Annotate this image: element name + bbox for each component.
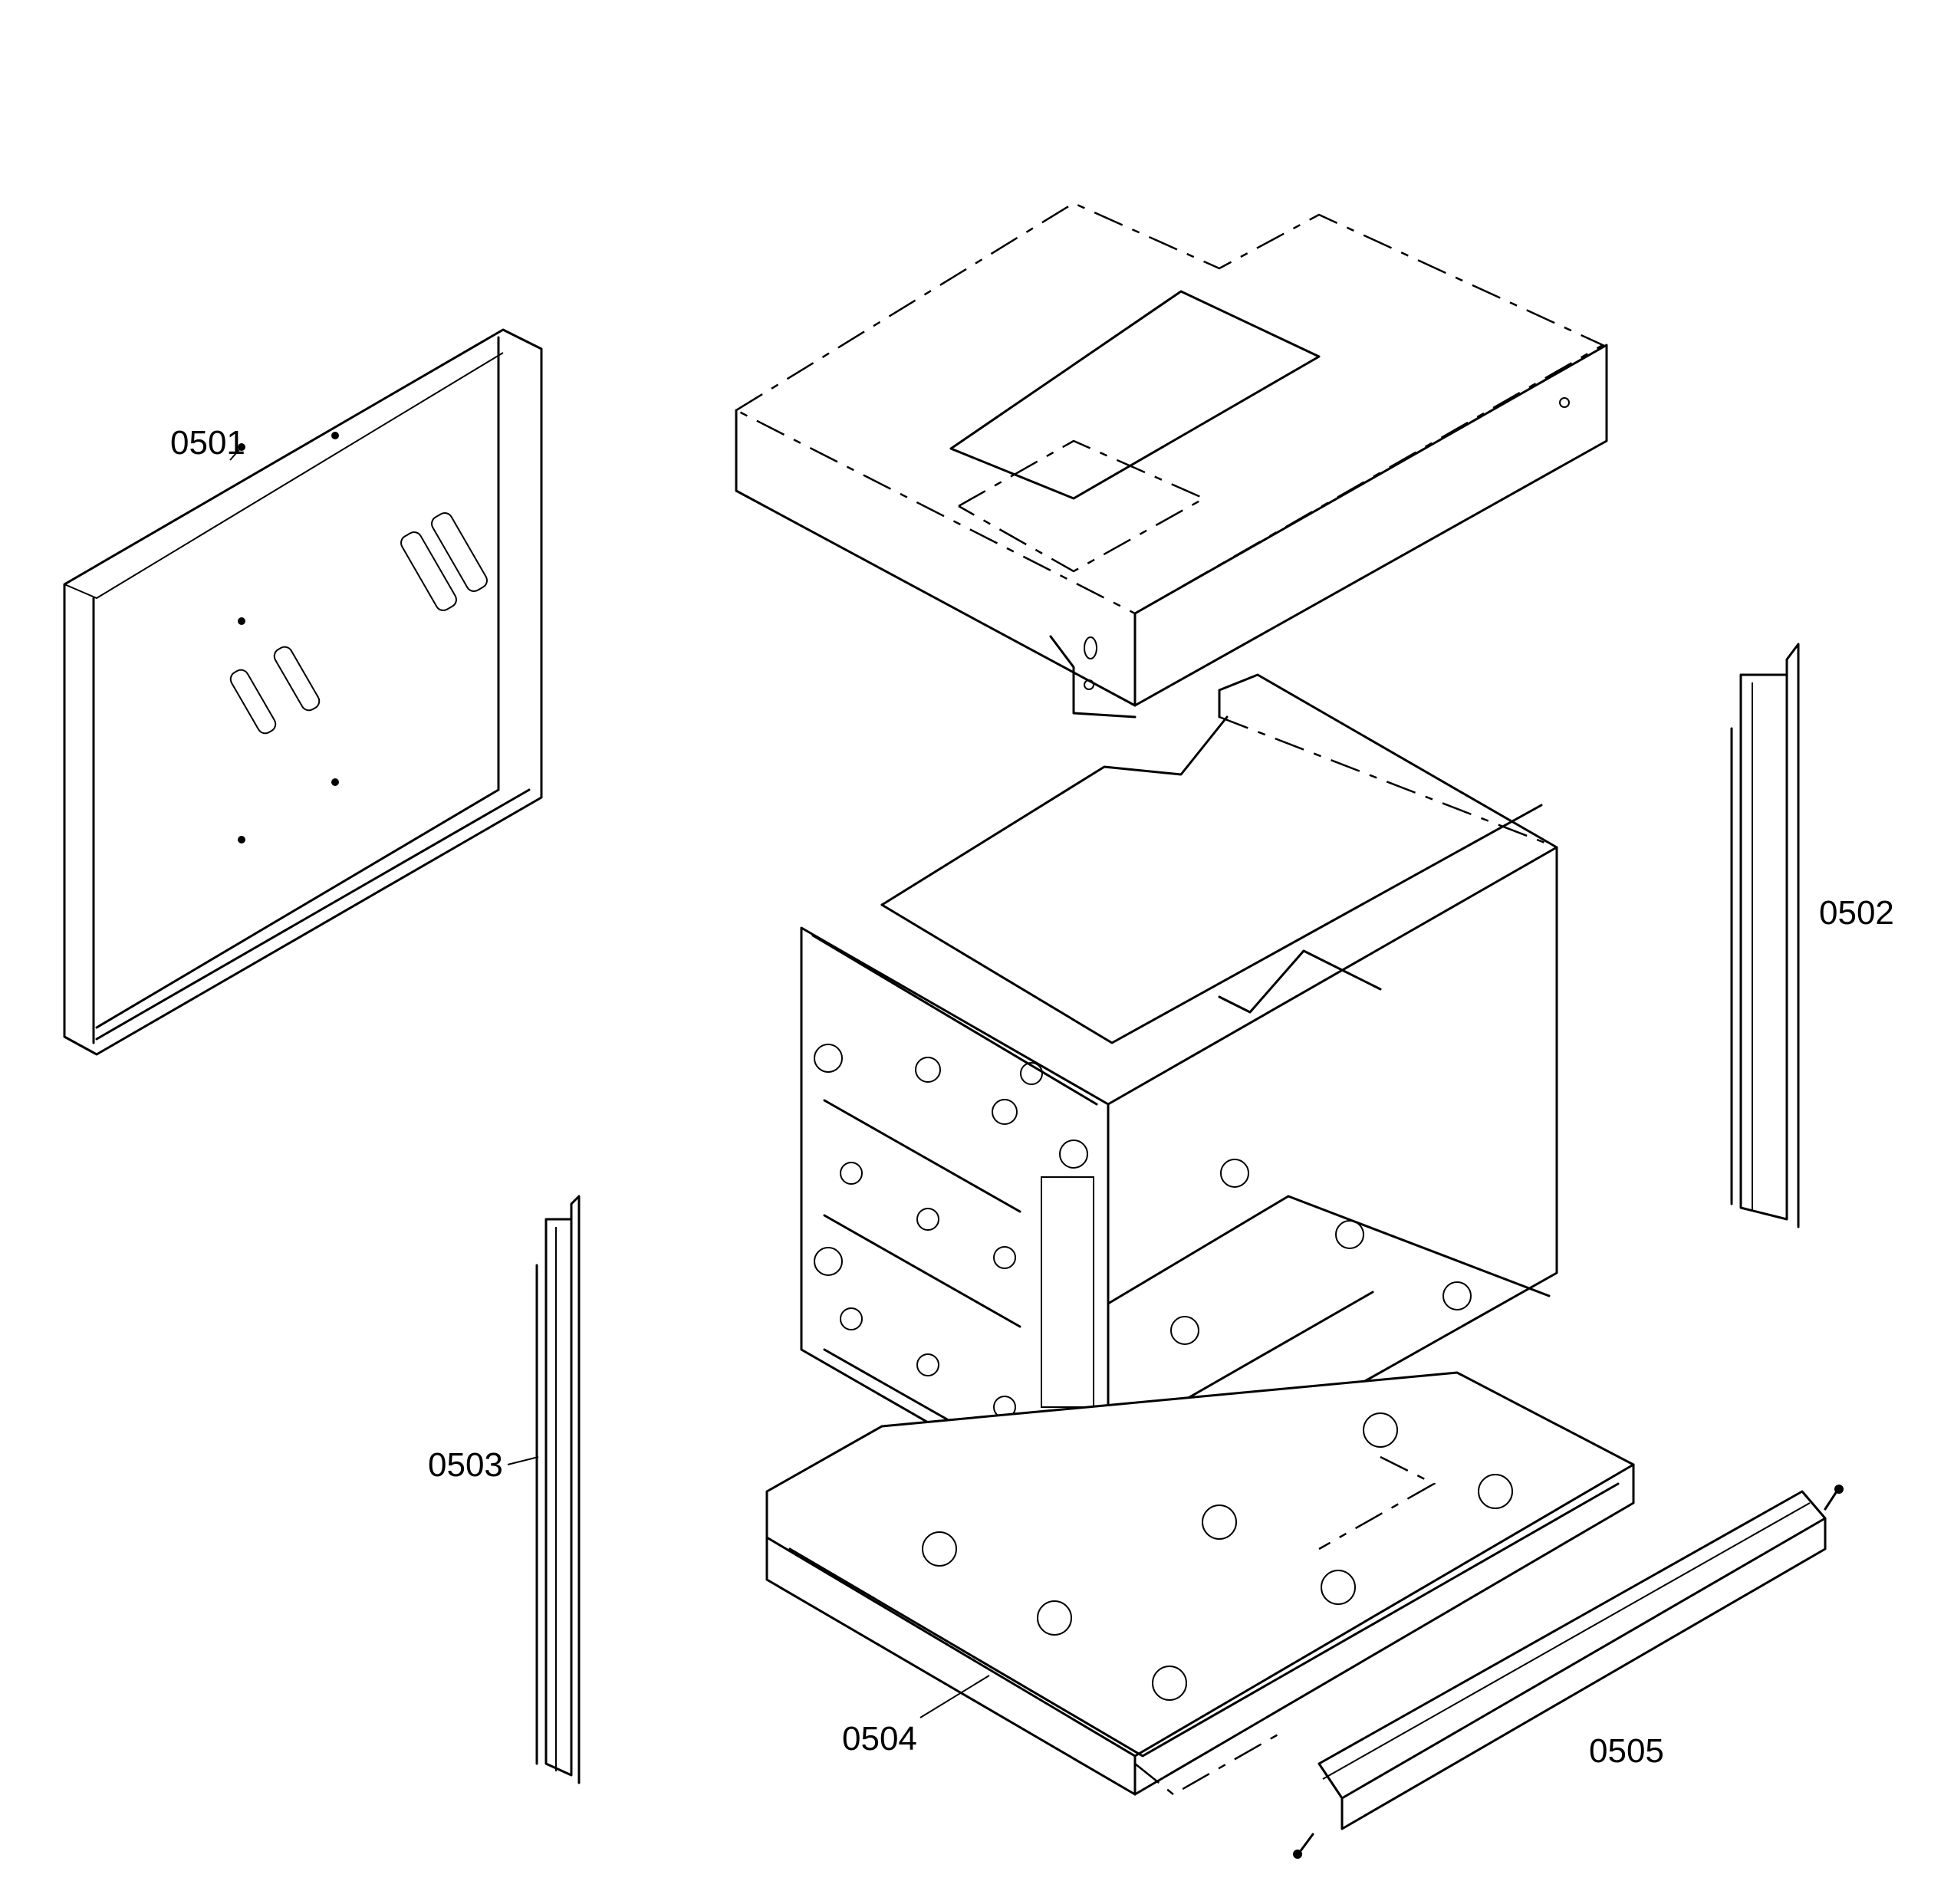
part-0502-vertical-strip bbox=[1730, 643, 1800, 1228]
part-0505-trim-strip bbox=[1134, 1455, 1844, 1859]
part-label-0504: 0504 bbox=[842, 1720, 917, 1758]
vent-slots-lower bbox=[229, 646, 321, 735]
part-0503-vertical-strip bbox=[535, 1195, 581, 1784]
part-label-0503: 0503 bbox=[428, 1446, 503, 1484]
part-label-0505: 0505 bbox=[1589, 1732, 1664, 1770]
part-0501-side-panel bbox=[63, 328, 543, 1056]
part-label-0501: 0501 bbox=[170, 424, 245, 462]
base-tray-bosses bbox=[922, 1412, 1513, 1701]
part-0504-base-tray bbox=[765, 1371, 1635, 1796]
vent-slots-upper bbox=[400, 512, 488, 611]
top-cover bbox=[735, 202, 1608, 719]
part-label-0502: 0502 bbox=[1819, 894, 1894, 932]
oven-chassis bbox=[800, 673, 1558, 1527]
